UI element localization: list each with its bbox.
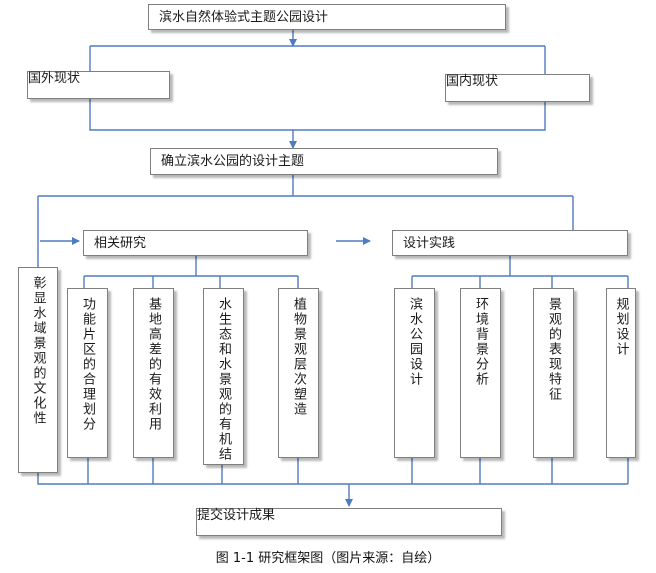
research-item-terrain: 基地高差的有效利用 bbox=[133, 288, 174, 458]
title-label: 滨水自然体验式主题公园设计 bbox=[159, 9, 329, 25]
connector-bottom-collector bbox=[37, 473, 628, 485]
connector-status-merge bbox=[89, 99, 546, 131]
practice-item-planning: 规划设计 bbox=[606, 288, 636, 458]
theme-label: 确立滨水公园的设计主题 bbox=[161, 154, 305, 169]
culture-box: 彰显水域景观的文化性 bbox=[18, 267, 58, 473]
research-item-label: 水生态和水景观的有机结 bbox=[216, 297, 231, 462]
research-item-label: 基地高差的有效利用 bbox=[146, 297, 161, 432]
practice-item-landscape-features: 景观的表现特征 bbox=[533, 288, 574, 458]
foreign-status-box: 国外现状 bbox=[27, 71, 170, 99]
theme-box: 确立滨水公园的设计主题 bbox=[150, 148, 498, 175]
foreign-status-label: 国外现状 bbox=[28, 71, 81, 86]
research-item-planting: 植物景观层次塑造 bbox=[278, 288, 319, 458]
figure-caption: 图 1-1 研究框架图（图片来源：自绘） bbox=[215, 551, 441, 566]
practice-label: 设计实践 bbox=[403, 235, 456, 251]
domestic-status-label: 国内现状 bbox=[446, 74, 499, 89]
research-box: 相关研究 bbox=[83, 230, 308, 256]
research-item-label: 植物景观层次塑造 bbox=[291, 297, 306, 417]
result-label: 提交设计成果 bbox=[197, 508, 276, 523]
practice-item-label: 滨水公园设计 bbox=[407, 297, 422, 387]
research-item-water-ecology: 水生态和水景观的有机结 bbox=[203, 288, 244, 465]
culture-label: 彰显水域景观的文化性 bbox=[30, 276, 46, 426]
practice-item-label: 规划设计 bbox=[613, 297, 629, 357]
domestic-status-box: 国内现状 bbox=[445, 74, 590, 102]
practice-item-label: 景观的表现特征 bbox=[546, 297, 561, 402]
practice-item-label: 环境背景分析 bbox=[473, 297, 488, 387]
research-label: 相关研究 bbox=[94, 235, 147, 251]
result-box: 提交设计成果 bbox=[196, 508, 502, 536]
connector-lines bbox=[37, 30, 629, 507]
practice-item-park-design: 滨水公园设计 bbox=[394, 288, 435, 458]
practice-item-context-analysis: 环境背景分析 bbox=[460, 288, 501, 458]
research-item-function-zones: 功能片区的合理划分 bbox=[67, 288, 108, 458]
practice-box: 设计实践 bbox=[392, 230, 628, 256]
research-item-label: 功能片区的合理划分 bbox=[80, 297, 95, 432]
title-box: 滨水自然体验式主题公园设计 bbox=[148, 4, 506, 30]
